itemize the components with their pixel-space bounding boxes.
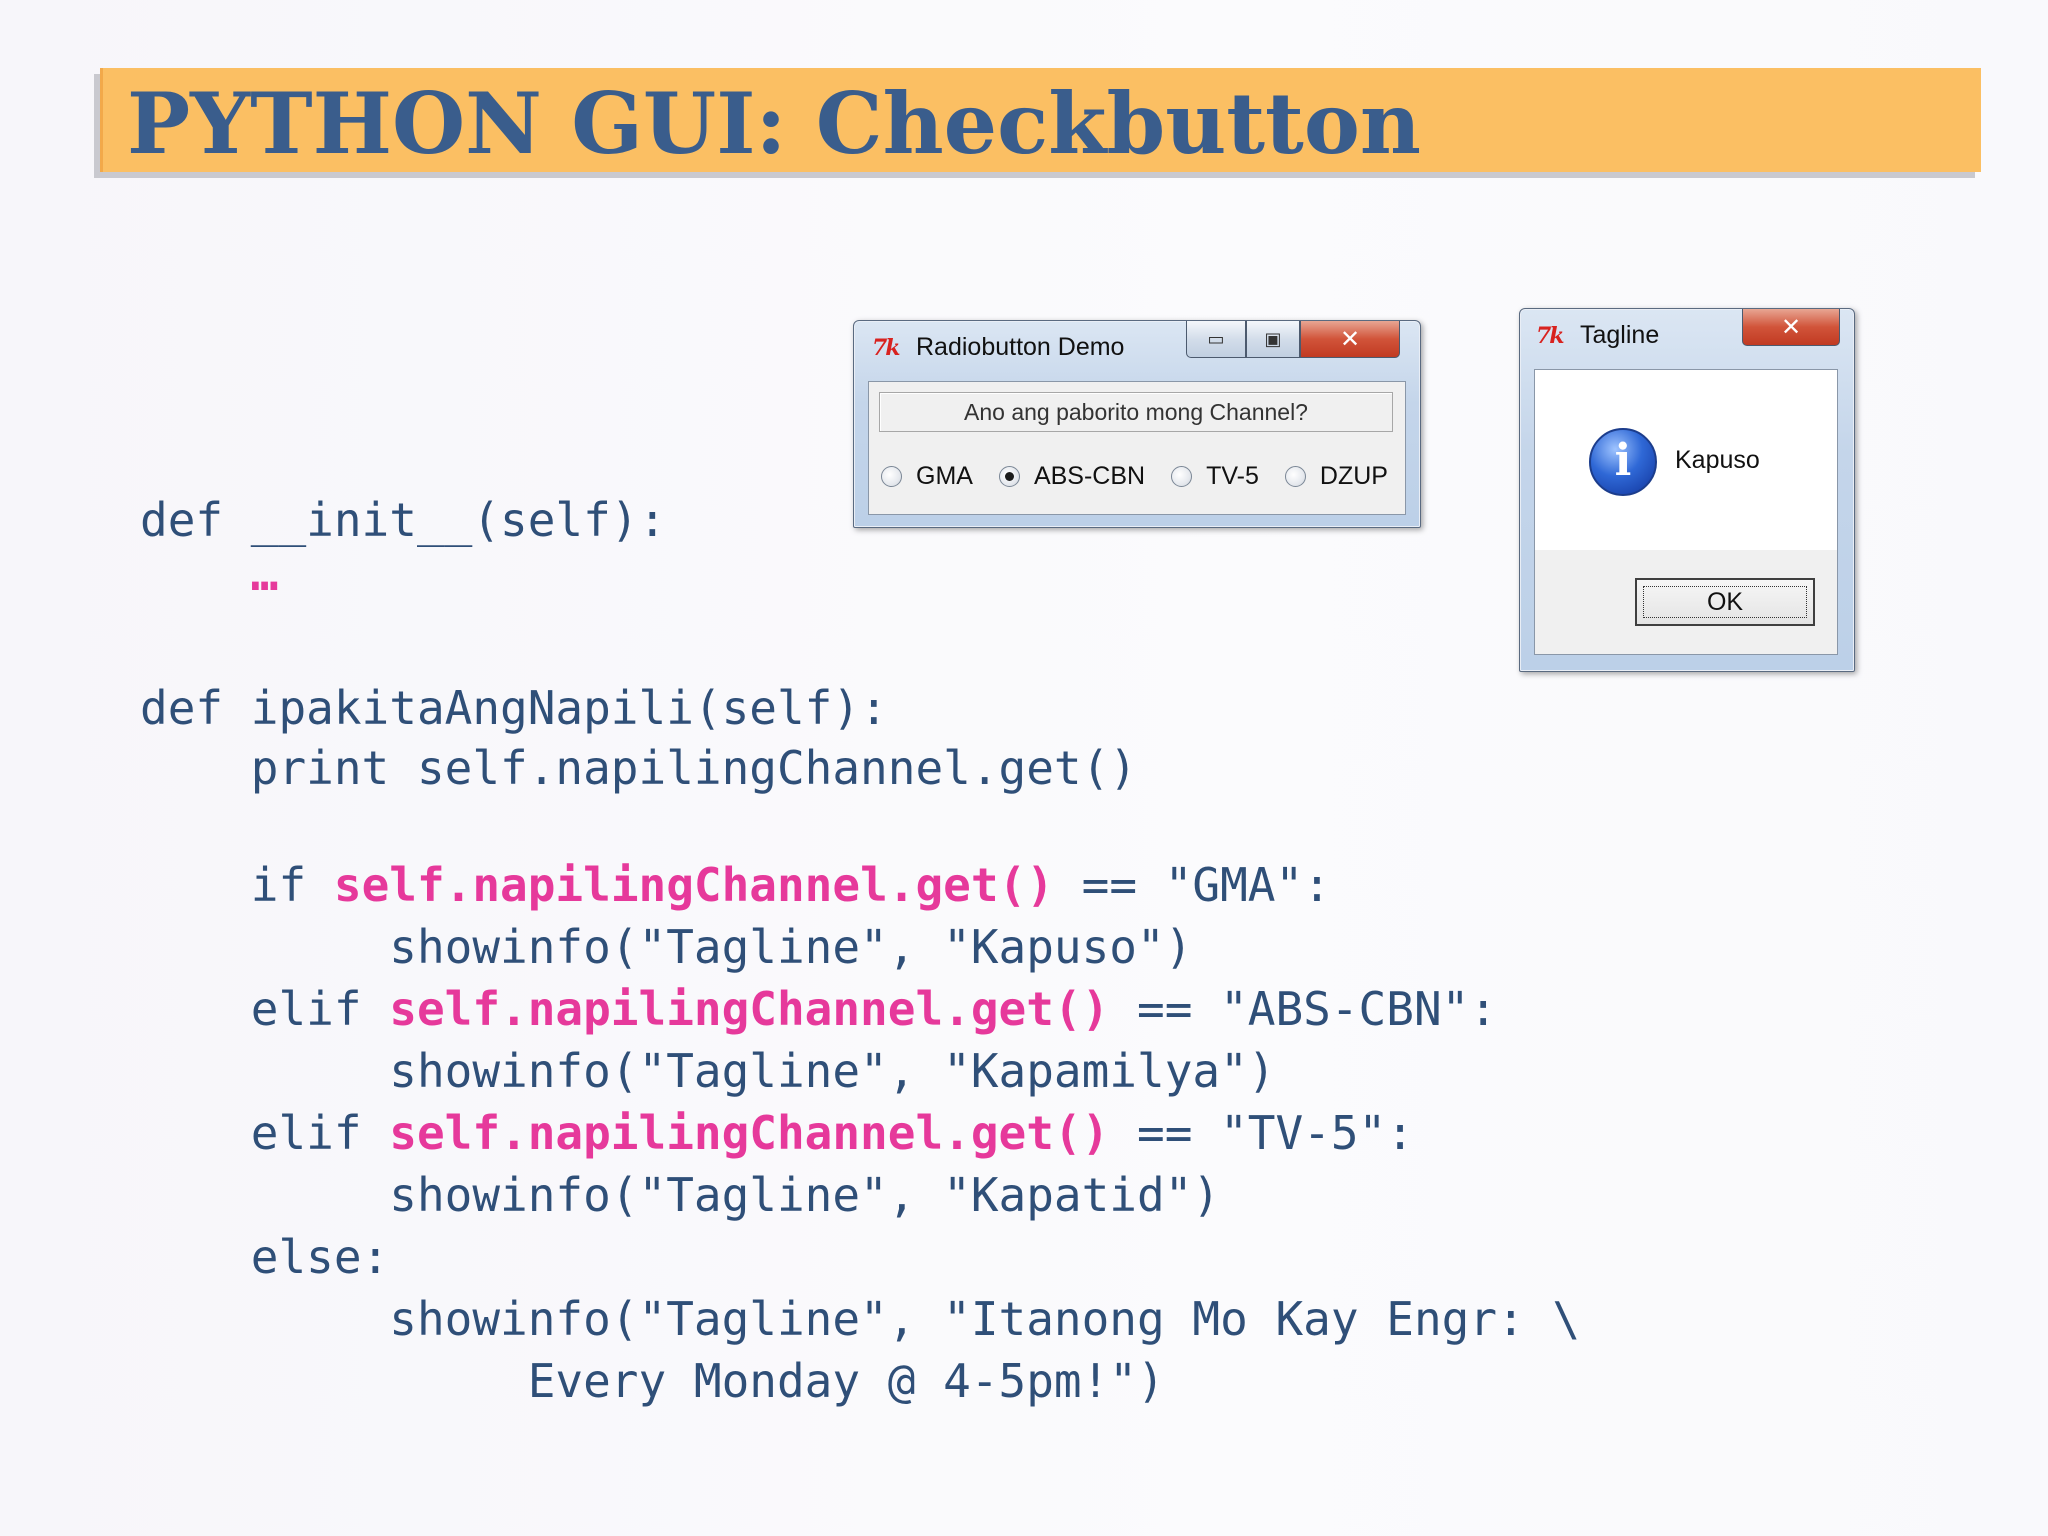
- dialog-message: Kapuso: [1675, 446, 1760, 474]
- close-icon[interactable]: ✕: [1300, 321, 1400, 358]
- code-line: def __init__(self):: [140, 490, 666, 551]
- code-text: Every Monday @ 4-5pm!"): [140, 1354, 1165, 1408]
- code-line: …: [140, 544, 279, 605]
- code-text: else:: [140, 1230, 390, 1284]
- dialog-client-area: i Kapuso OK: [1534, 369, 1838, 655]
- code-line: elif self.napilingChannel.get() == "TV-5…: [140, 1103, 1414, 1164]
- tagline-dialog-window: 7k Tagline ✕ i Kapuso OK: [1519, 308, 1855, 672]
- window-title: Tagline: [1580, 321, 1660, 349]
- code-text: elif: [140, 982, 390, 1036]
- code-line: showinfo("Tagline", "Kapamilya"): [140, 1041, 1275, 1102]
- code-line: Every Monday @ 4-5pm!"): [140, 1351, 1165, 1412]
- code-line: showinfo("Tagline", "Kapuso"): [140, 917, 1192, 978]
- radio-option-abs-cbn[interactable]: ABS-CBN: [998, 462, 1171, 491]
- code-line: def ipakitaAngNapili(self):: [140, 678, 888, 739]
- code-text: == "GMA":: [1053, 858, 1331, 912]
- slide-title: PYTHON GUI: Checkbutton: [127, 74, 1421, 173]
- information-icon: i: [1589, 428, 1657, 496]
- radio-icon[interactable]: [1171, 466, 1193, 487]
- radiobutton-demo-window: 7k Radiobutton Demo ▭ ▣ ✕ Ano ang pabori…: [853, 320, 1421, 528]
- code-line: print self.napilingChannel.get(): [140, 738, 1137, 799]
- code-highlight: self.napilingChannel.get(): [333, 858, 1054, 912]
- code-highlight: …: [250, 547, 279, 601]
- radio-label: DZUP: [1319, 462, 1388, 490]
- code-text: if: [140, 858, 334, 912]
- radio-icon[interactable]: [998, 466, 1020, 487]
- code-text: def __init__(self):: [140, 493, 667, 547]
- question-label: Ano ang paborito mong Channel?: [879, 392, 1393, 432]
- code-highlight: self.napilingChannel.get(): [389, 1106, 1110, 1160]
- code-line: showinfo("Tagline", "Itanong Mo Kay Engr…: [140, 1289, 1580, 1350]
- radio-option-tv-5[interactable]: TV-5: [1171, 462, 1285, 491]
- radio-icon[interactable]: [1284, 466, 1306, 487]
- radio-label: ABS-CBN: [1033, 462, 1146, 490]
- title-banner: PYTHON GUI: Checkbutton: [100, 68, 1981, 173]
- code-text: print self.napilingChannel.get(): [140, 741, 1137, 795]
- code-text: elif: [140, 1106, 390, 1160]
- tk-logo-icon: 7k: [872, 335, 901, 361]
- code-line: showinfo("Tagline", "Kapatid"): [140, 1165, 1220, 1226]
- radio-option-gma[interactable]: GMA: [881, 462, 999, 491]
- window-title: Radiobutton Demo: [916, 333, 1125, 361]
- code-text: == "TV-5":: [1109, 1106, 1414, 1160]
- radio-label: TV-5: [1206, 462, 1259, 490]
- minimize-icon[interactable]: ▭: [1186, 321, 1246, 358]
- ok-button-label: OK: [1706, 587, 1744, 616]
- code-line: elif self.napilingChannel.get() == "ABS-…: [140, 979, 1497, 1040]
- window-client-area: Ano ang paborito mong Channel? GMA ABS-CB…: [868, 381, 1406, 515]
- code-text: == "ABS-CBN":: [1109, 982, 1498, 1036]
- caption-buttons: ▭ ▣ ✕: [1186, 321, 1400, 359]
- radio-option-dzup[interactable]: DZUP: [1284, 462, 1414, 491]
- radio-label: GMA: [916, 462, 973, 490]
- ok-button[interactable]: OK: [1635, 578, 1815, 626]
- code-line: if self.napilingChannel.get() == "GMA":: [140, 855, 1331, 916]
- code-text: showinfo("Tagline", "Kapatid"): [140, 1168, 1221, 1222]
- code-highlight: self.napilingChannel.get(): [389, 982, 1110, 1036]
- tk-logo-icon: 7k: [1536, 323, 1565, 349]
- channel-radio-group: GMA ABS-CBN TV-5 DZUP: [881, 462, 1414, 491]
- close-icon[interactable]: ✕: [1742, 309, 1840, 346]
- code-text: [140, 547, 251, 601]
- code-text: showinfo("Tagline", "Kapuso"): [140, 920, 1193, 974]
- code-text: def ipakitaAngNapili(self):: [140, 681, 888, 735]
- code-line: else:: [140, 1227, 389, 1288]
- caption-buttons: ✕: [1742, 309, 1840, 347]
- code-text: showinfo("Tagline", "Itanong Mo Kay Engr…: [140, 1292, 1581, 1346]
- radio-icon[interactable]: [881, 466, 902, 487]
- focus-rectangle: [1643, 586, 1807, 618]
- code-text: showinfo("Tagline", "Kapamilya"): [140, 1044, 1276, 1098]
- maximize-icon[interactable]: ▣: [1246, 321, 1300, 358]
